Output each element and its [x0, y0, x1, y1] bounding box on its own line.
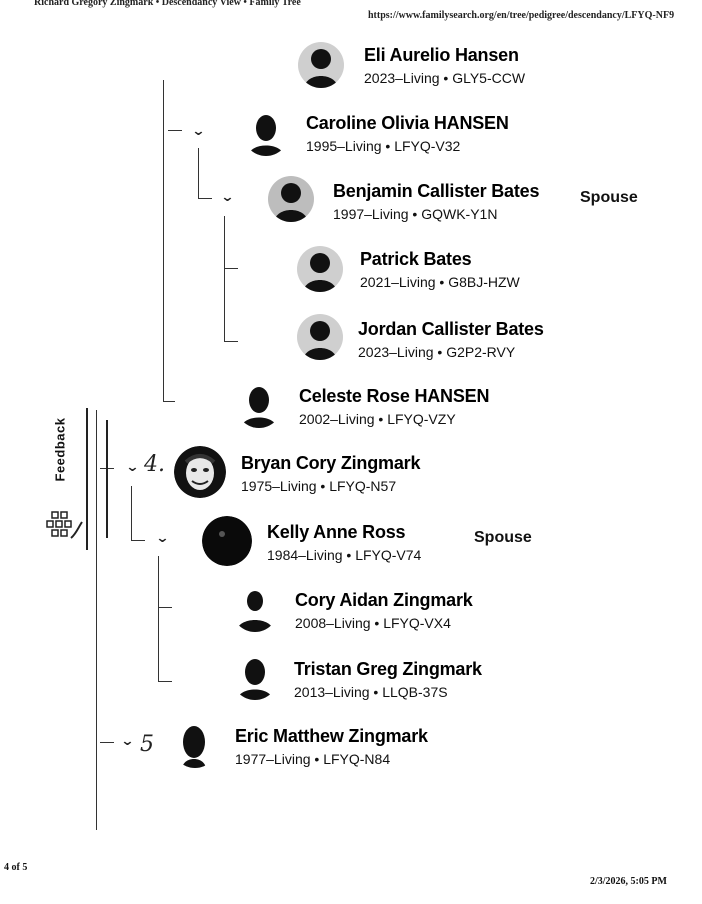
- person-name[interactable]: Kelly Anne Ross: [267, 522, 406, 542]
- tree-line: [96, 410, 97, 830]
- person-dates: 1997–Living: [333, 206, 409, 222]
- chevron-down-icon[interactable]: ⌄: [155, 530, 170, 545]
- person-silhouette-icon[interactable]: [297, 246, 343, 292]
- person-id: LFYQ-V74: [355, 547, 422, 563]
- tree-line: [158, 607, 172, 608]
- person-info: 1984–Living • LFYQ-V74: [267, 547, 422, 563]
- person-card[interactable]: Celeste Rose HANSEN 2002–Living • LFYQ-V…: [299, 385, 489, 428]
- person-dates: 2021–Living: [360, 274, 436, 290]
- person-info: 1977–Living • LFYQ-N84: [235, 751, 391, 767]
- chevron-down-icon[interactable]: ⌄: [125, 459, 140, 474]
- person-card[interactable]: Cory Aidan Zingmark 2008–Living • LFYQ-V…: [295, 589, 473, 632]
- person-dates: 1977–Living: [235, 751, 311, 767]
- tree-line: [168, 130, 182, 131]
- handwritten-number: 5: [140, 732, 154, 757]
- feedback-tab[interactable]: Feedback: [52, 408, 82, 498]
- person-name[interactable]: Celeste Rose HANSEN: [299, 386, 490, 406]
- person-id: LFYQ-N84: [323, 751, 391, 767]
- feedback-border: [106, 420, 108, 538]
- person-info: 2023–Living • GLY5-CCW: [364, 70, 526, 86]
- print-datetime: 2/3/2026, 5:05 PM: [590, 876, 667, 887]
- tree-line: [163, 80, 164, 402]
- person-card[interactable]: Bryan Cory Zingmark 1975–Living • LFYQ-N…: [241, 452, 420, 495]
- person-info: 2013–Living • LLQB-37S: [294, 684, 448, 700]
- page-number: 4 of 5: [4, 862, 28, 873]
- person-dates: 2002–Living: [299, 411, 375, 427]
- feedback-border: [86, 408, 88, 550]
- person-info: 1975–Living • LFYQ-N57: [241, 478, 397, 494]
- person-dates: 2023–Living: [358, 344, 434, 360]
- person-dates: 1975–Living: [241, 478, 317, 494]
- handwritten-number: 4.: [144, 452, 165, 477]
- person-info: 2021–Living • G8BJ-HZW: [360, 274, 520, 290]
- person-photo[interactable]: [174, 446, 226, 498]
- person-card[interactable]: Eli Aurelio Hansen 2023–Living • GLY5-CC…: [364, 44, 525, 87]
- tree-line: [158, 681, 172, 682]
- person-info: 2002–Living • LFYQ-VZY: [299, 411, 456, 427]
- chevron-down-icon[interactable]: ⌄: [120, 733, 135, 748]
- person-id: G2P2-RVY: [446, 344, 516, 360]
- tree-line: [224, 341, 238, 342]
- person-card[interactable]: Caroline Olivia HANSEN 1995–Living • LFY…: [306, 112, 509, 155]
- person-card[interactable]: Kelly Anne Ross 1984–Living • LFYQ-V74: [267, 521, 421, 564]
- person-name[interactable]: Patrick Bates: [360, 249, 472, 269]
- person-id: GQWK-Y1N: [421, 206, 498, 222]
- person-id: LLQB-37S: [382, 684, 448, 700]
- person-silhouette-icon[interactable]: [172, 722, 218, 768]
- person-photo[interactable]: [202, 516, 252, 566]
- person-card[interactable]: Tristan Greg Zingmark 2013–Living • LLQB…: [294, 658, 482, 701]
- tree-line: [131, 540, 145, 541]
- chevron-down-icon[interactable]: ⌄: [220, 189, 235, 204]
- person-silhouette-icon[interactable]: [236, 382, 282, 428]
- tree-line: [224, 216, 225, 342]
- tree-line: [224, 268, 238, 269]
- person-name[interactable]: Jordan Callister Bates: [358, 319, 544, 339]
- person-dates: 2008–Living: [295, 615, 371, 631]
- person-dates: 1995–Living: [306, 138, 382, 154]
- person-silhouette-icon[interactable]: [297, 314, 343, 360]
- feedback-label: Feedback: [52, 417, 68, 482]
- person-silhouette-icon[interactable]: [243, 110, 289, 156]
- print-header-url[interactable]: https://www.familysearch.org/en/tree/ped…: [368, 10, 675, 21]
- person-info: 1995–Living • LFYQ-V32: [306, 138, 461, 154]
- spouse-label: Spouse: [580, 189, 638, 206]
- person-id: LFYQ-N57: [329, 478, 397, 494]
- family-tree-icon[interactable]: [44, 510, 84, 544]
- tree-line: [131, 486, 132, 541]
- person-name[interactable]: Benjamin Callister Bates: [333, 181, 540, 201]
- person-card[interactable]: Eric Matthew Zingmark 1977–Living • LFYQ…: [235, 725, 428, 768]
- tree-line: [163, 401, 175, 402]
- person-name[interactable]: Bryan Cory Zingmark: [241, 453, 421, 473]
- person-id: LFYQ-VX4: [383, 615, 451, 631]
- person-name[interactable]: Eric Matthew Zingmark: [235, 726, 428, 746]
- person-name[interactable]: Eli Aurelio Hansen: [364, 45, 519, 65]
- tree-line: [100, 742, 114, 743]
- print-header-title: Richard Gregory Zingmark • Descendancy V…: [34, 0, 301, 8]
- person-dates: 2013–Living: [294, 684, 370, 700]
- person-name[interactable]: Cory Aidan Zingmark: [295, 590, 473, 610]
- person-silhouette-icon[interactable]: [232, 654, 278, 700]
- person-info: 1997–Living • GQWK-Y1N: [333, 206, 498, 222]
- person-card[interactable]: Patrick Bates 2021–Living • G8BJ-HZW: [360, 248, 520, 291]
- person-id: G8BJ-HZW: [448, 274, 520, 290]
- person-silhouette-icon[interactable]: [232, 586, 278, 632]
- person-card[interactable]: Jordan Callister Bates 2023–Living • G2P…: [358, 318, 544, 361]
- tree-line: [158, 556, 159, 682]
- person-silhouette-icon[interactable]: [268, 176, 314, 222]
- person-name[interactable]: Caroline Olivia HANSEN: [306, 113, 509, 133]
- person-id: LFYQ-VZY: [387, 411, 456, 427]
- person-dates: 1984–Living: [267, 547, 343, 563]
- person-name[interactable]: Tristan Greg Zingmark: [294, 659, 482, 679]
- person-silhouette-icon[interactable]: [298, 42, 344, 88]
- tree-line: [198, 148, 199, 198]
- spouse-label: Spouse: [474, 529, 532, 546]
- chevron-down-icon[interactable]: ⌄: [191, 123, 206, 138]
- person-info: 2023–Living • G2P2-RVY: [358, 344, 516, 360]
- tree-line: [198, 198, 212, 199]
- person-id: GLY5-CCW: [452, 70, 526, 86]
- person-info: 2008–Living • LFYQ-VX4: [295, 615, 451, 631]
- person-id: LFYQ-V32: [394, 138, 461, 154]
- person-card[interactable]: Benjamin Callister Bates 1997–Living • G…: [333, 180, 539, 223]
- person-dates: 2023–Living: [364, 70, 440, 86]
